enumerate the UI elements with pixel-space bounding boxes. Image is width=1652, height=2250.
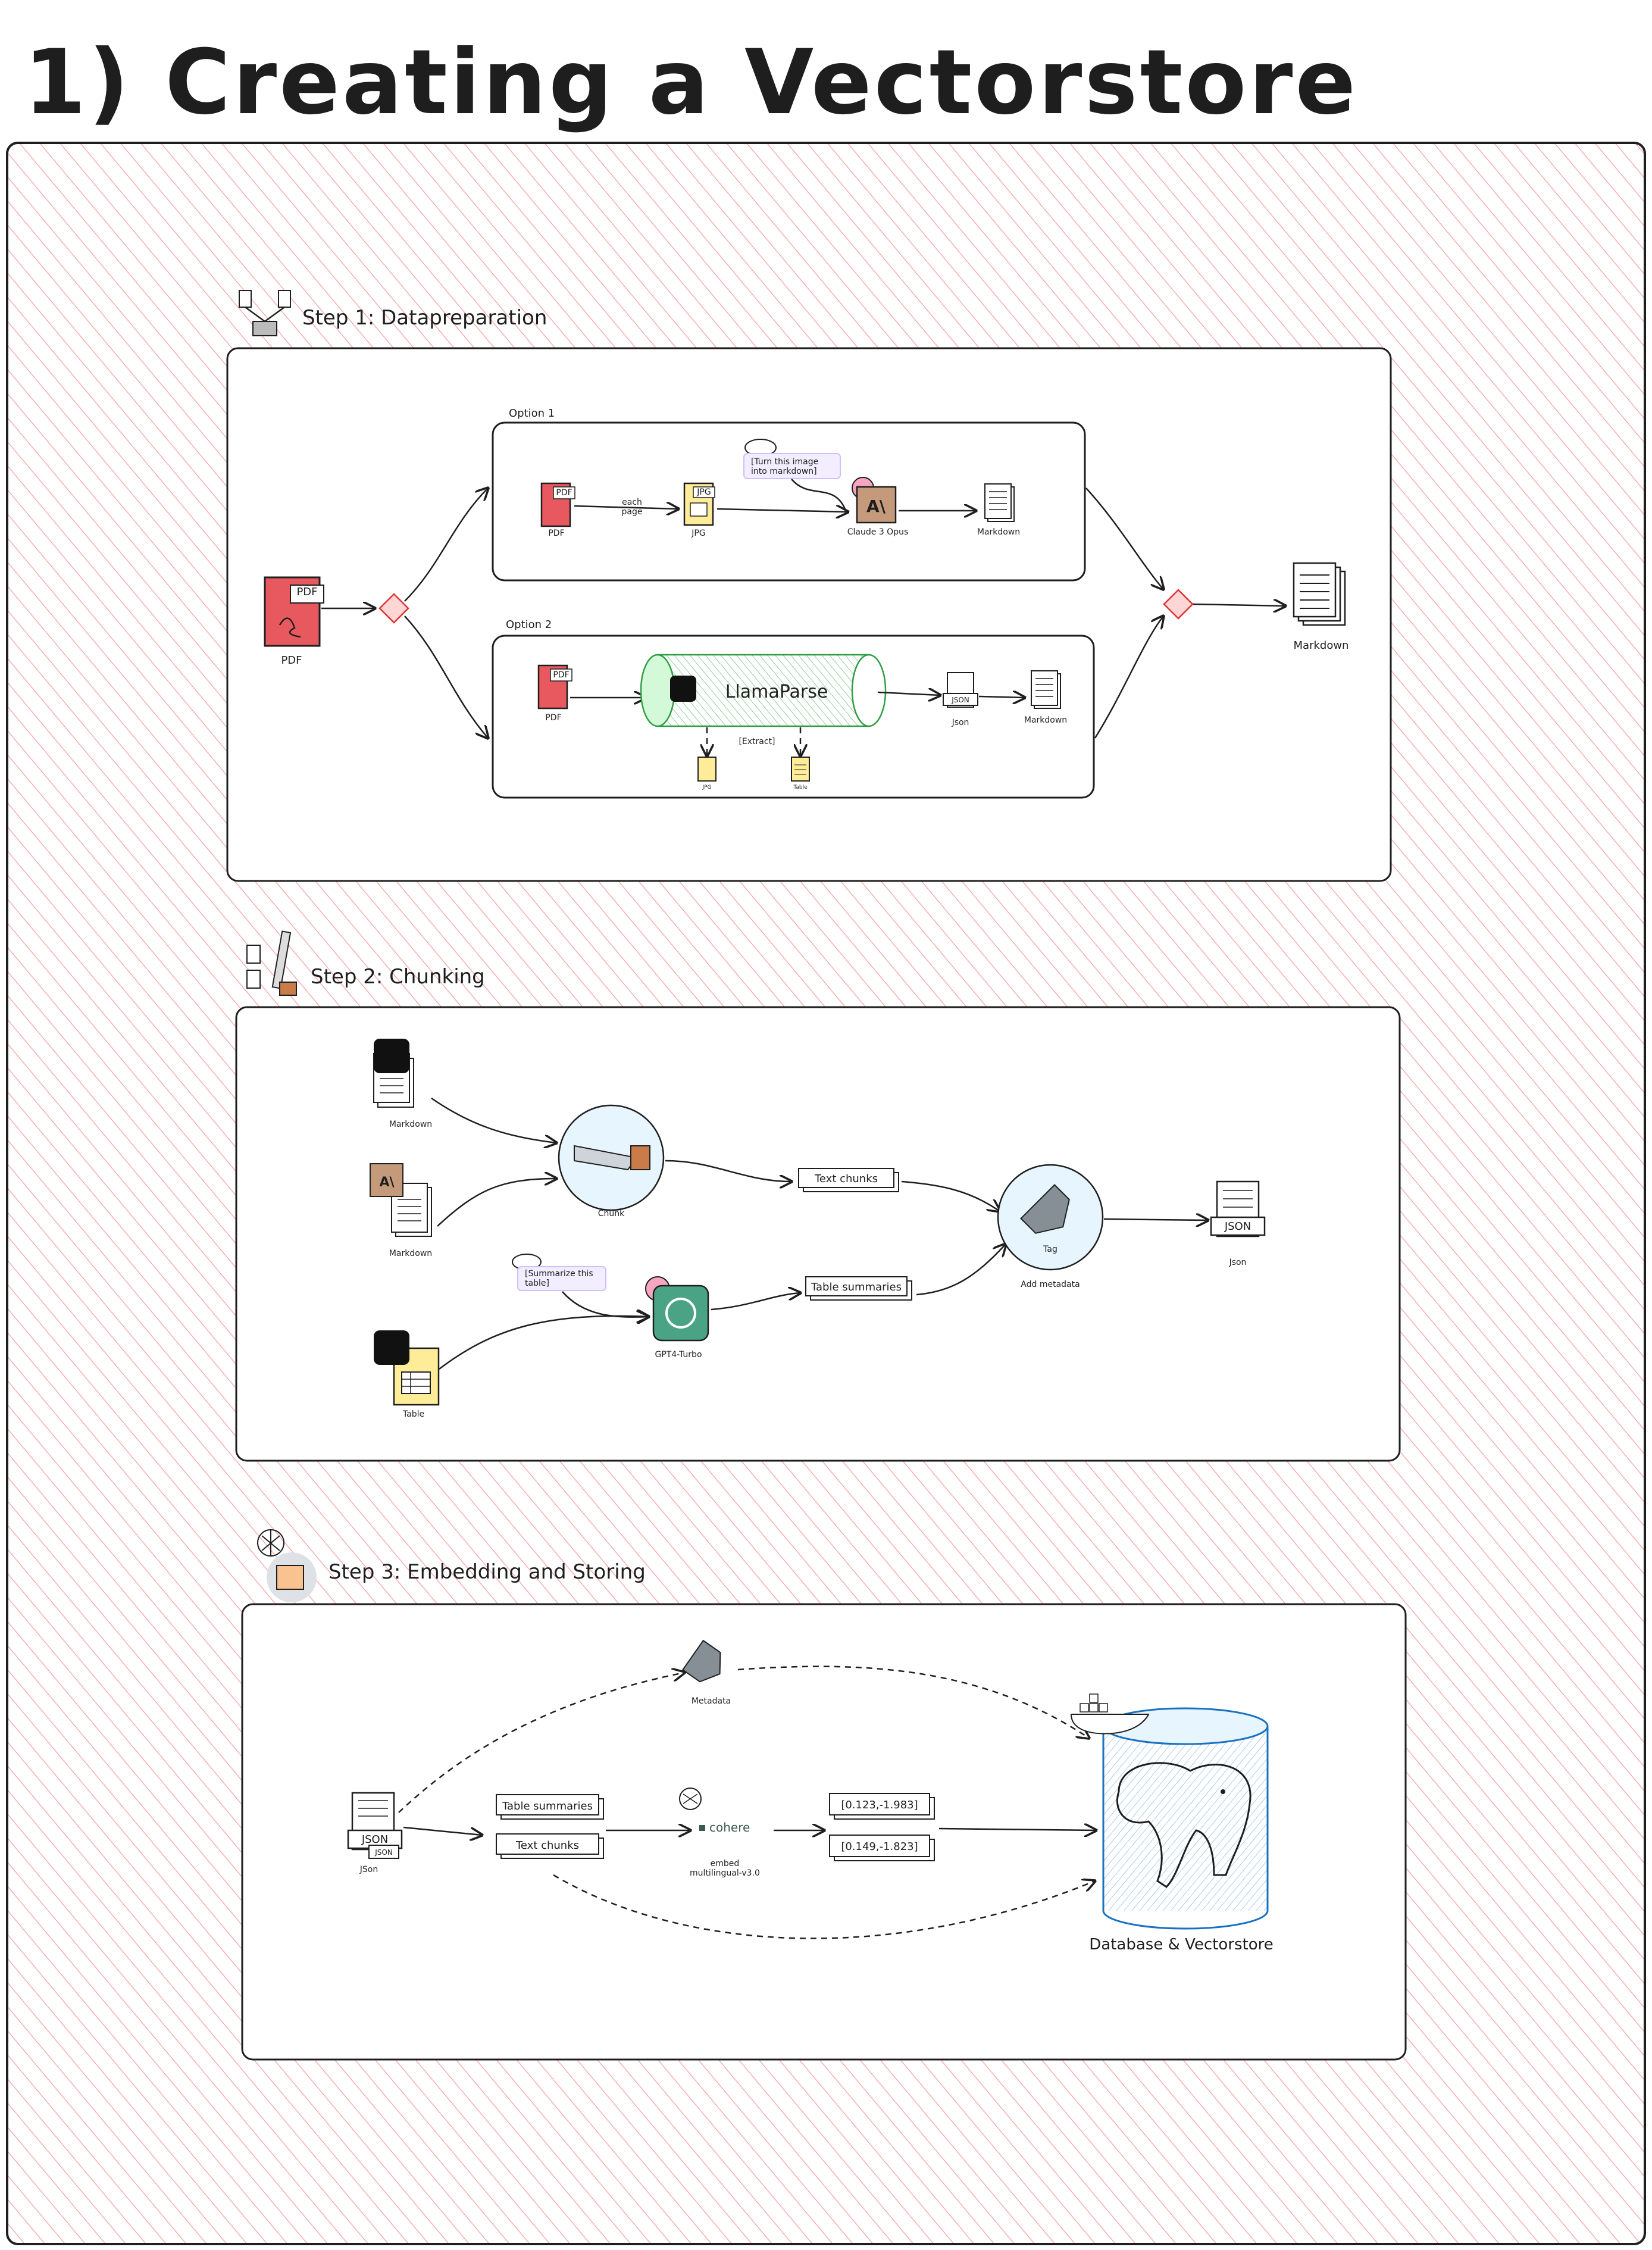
vector1-label: [0.123,-1.983] [841, 1799, 918, 1811]
json-label-step3: JSon [359, 1865, 378, 1874]
pdf-badge-opt2: PDF [553, 670, 569, 680]
table-summaries-stack-step3 [496, 1794, 604, 1820]
jpg-badge: JPG [696, 488, 711, 497]
table-extract-icon [791, 757, 810, 782]
docker-whale-icon [1070, 1693, 1150, 1735]
step2-heading-icon [246, 930, 297, 996]
cohere-embed-icon [679, 1788, 705, 1831]
table-label: Table [402, 1410, 424, 1419]
extract-label: [Extract] [739, 737, 775, 746]
vector2-label: [0.149,-1.823] [841, 1840, 918, 1853]
cohere-label: cohere [709, 1820, 750, 1835]
json-doc-icon [943, 672, 978, 708]
prompt-note [743, 453, 841, 479]
jpg-extract-label: JPG [702, 785, 711, 790]
option2-label: Option 2 [506, 618, 552, 631]
claude-logo-step2: A\ [379, 1175, 395, 1190]
json-output-icon [1210, 1180, 1266, 1238]
gpt-icon [645, 1276, 709, 1342]
claude-markdown-icon [370, 1163, 432, 1237]
claude-logo: A\ [866, 496, 886, 516]
llama-markdown-icon [373, 1039, 414, 1108]
jpg-extract-icon [697, 757, 717, 782]
llama-table-icon [374, 1330, 440, 1406]
markdown-output-label: Markdown [1294, 639, 1349, 652]
prompt-note-step2 [517, 1266, 606, 1291]
markdown-label-opt1: Markdown [977, 527, 1020, 537]
json-label-opt2: Json [952, 718, 969, 727]
text-chunks-label: Text chunks [814, 1173, 878, 1185]
tag-label: Tag [1043, 1245, 1057, 1254]
json-badge-opt2: JSON [951, 696, 969, 704]
pdf-badge-main: PDF [296, 586, 317, 598]
markdown-label-opt2: Markdown [1024, 715, 1067, 725]
markdown-doc-icon-opt2 [1031, 670, 1061, 709]
table-summaries-stack [805, 1276, 912, 1301]
table-summaries-label-step2: Table summaries [811, 1281, 902, 1293]
markdown-output-icon [1293, 562, 1346, 626]
step1-heading-icon [239, 290, 291, 336]
saw-icon [574, 1145, 650, 1171]
metadata-tag-icon [681, 1639, 721, 1683]
json-input-icon [347, 1792, 403, 1859]
pdf-icon-opt2 [537, 664, 572, 710]
markdown-doc-icon [984, 483, 1015, 522]
text-chunks-stack-step3 [496, 1833, 604, 1859]
option1-label: Option 1 [509, 407, 555, 420]
vector-stack-2 [829, 1835, 935, 1861]
json-badge-step3-back: JSON [374, 1848, 393, 1857]
step1-heading: Step 1: Datapreparation [302, 306, 547, 330]
pdf-main-icon [264, 576, 324, 647]
json-label-step2: Json [1229, 1258, 1247, 1267]
tag-icon [1020, 1184, 1070, 1234]
gpt-label: GPT4-Turbo [655, 1350, 702, 1360]
markdown1-label: Markdown [389, 1120, 432, 1129]
markdown2-label: Markdown [389, 1249, 432, 1258]
step2-heading: Step 2: Chunking [311, 965, 485, 989]
database-cylinder [1102, 1707, 1269, 1930]
step3-heading: Step 3: Embedding and Storing [328, 1560, 646, 1584]
text-chunks-stack [798, 1168, 899, 1192]
option1-box [492, 421, 1086, 582]
step2-panel [235, 1006, 1401, 1462]
table-summaries-label-step3: Table summaries [502, 1800, 593, 1812]
pdf-icon [540, 482, 575, 527]
vector-stack-1 [829, 1793, 935, 1820]
pdf-badge: PDF [556, 488, 572, 498]
database-label: Database & Vectorstore [1089, 1936, 1273, 1954]
json-badge-step3: JSON [361, 1833, 388, 1846]
add-metadata-label: Add metadata [1021, 1280, 1080, 1289]
claude-label: Claude 3 Opus [847, 527, 909, 537]
gateway-split [378, 593, 409, 624]
json-badge-step2: JSON [1224, 1220, 1251, 1233]
jpg-label: JPG [691, 529, 705, 538]
llamaparse-cylinder [640, 654, 887, 727]
table-extract-label: Table [793, 785, 808, 790]
jpg-icon [683, 482, 715, 526]
text-chunks-label-step3: Text chunks [515, 1839, 579, 1852]
pdf-label: PDF [548, 529, 564, 538]
llamaparse-label: LlamaParse [725, 682, 828, 702]
pdf-main-label: PDF [281, 654, 302, 667]
postgres-elephant-icon [1116, 1762, 1251, 1888]
step3-heading-icon [257, 1529, 317, 1602]
metadata-label: Metadata [692, 1696, 731, 1706]
pdf-label-opt2: PDF [545, 713, 561, 723]
page-title: 1) Creating a Vectorstore [24, 31, 1358, 135]
chunk-label: Chunk [598, 1209, 625, 1218]
gateway-merge [1163, 589, 1194, 620]
claude-icon [852, 477, 897, 524]
